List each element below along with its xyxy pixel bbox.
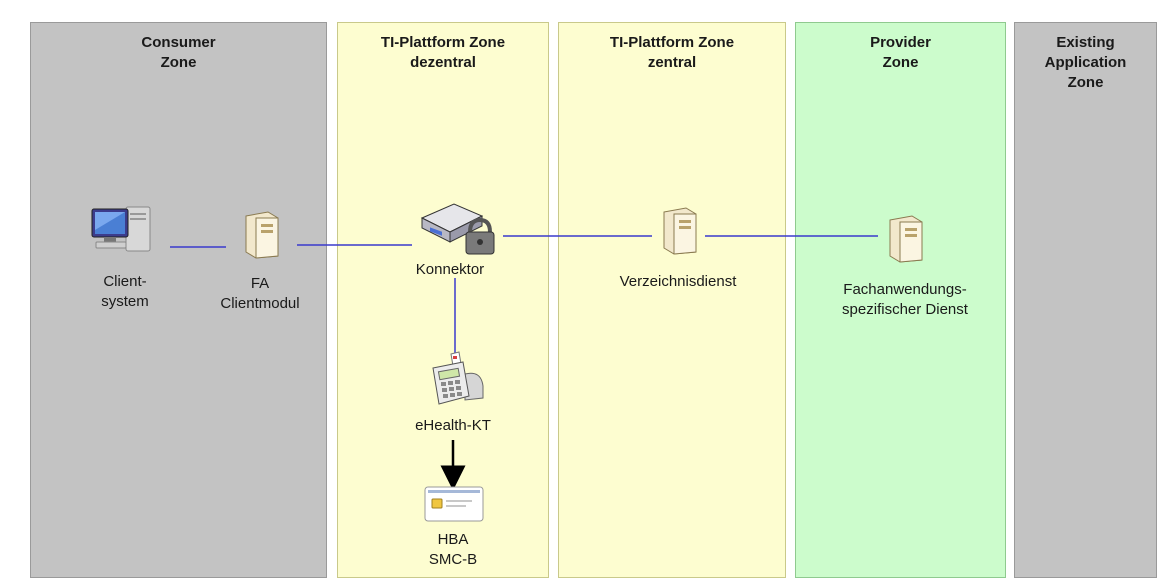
ti-plattform-zentral-zone: TI-Plattform Zone zentral <box>558 22 786 578</box>
konnektor-label: Konnektor <box>415 261 485 278</box>
ti-zentral-zone-title: TI-Plattform Zone zentral <box>609 34 735 71</box>
hba-smcb-label: HBA SMC-B <box>428 531 478 568</box>
client-system-label: Client- system <box>101 273 149 310</box>
fachdienst-label: Fachanwendungs- spezifischer Dienst <box>842 281 968 318</box>
consumer-zone: Consumer Zone <box>30 22 327 578</box>
existing-zone-title: Existing Application Zone <box>1044 34 1127 91</box>
provider-zone: Provider Zone <box>795 22 1006 578</box>
consumer-zone-title: Consumer Zone <box>141 34 216 71</box>
fa-clientmodul-label: FA Clientmodul <box>220 275 300 312</box>
konnektor-lock-icon <box>418 196 498 263</box>
ehealth-kt-label: eHealth-KT <box>415 417 491 434</box>
fa-clientmodul-server-icon <box>238 210 284 265</box>
smart-card-icon <box>424 486 484 527</box>
verzeichnisdienst-server-icon <box>656 206 702 261</box>
verzeichnisdienst-label: Verzeichnisdienst <box>619 273 737 290</box>
fachdienst-server-icon <box>882 214 928 269</box>
client-computer-icon <box>88 205 164 260</box>
ehealth-card-terminal-icon <box>425 350 487 413</box>
provider-zone-title: Provider Zone <box>870 34 931 71</box>
existing-application-zone: Existing Application Zone <box>1014 22 1157 578</box>
ti-dezentral-zone-title: TI-Plattform Zone dezentral <box>380 34 506 71</box>
